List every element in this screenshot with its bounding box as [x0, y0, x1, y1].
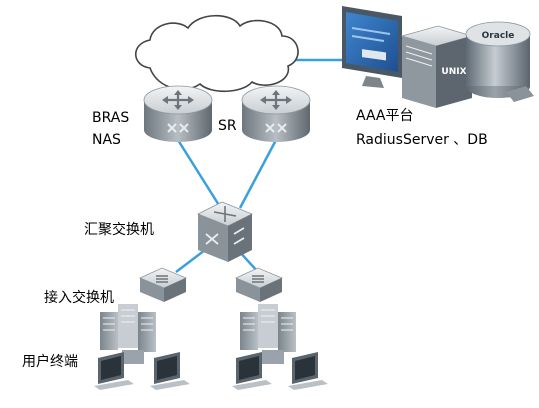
monitor-icon: [342, 6, 402, 88]
link-aggregation-access-left: [175, 249, 206, 273]
aggregation-switch-label: 汇聚交换机: [84, 222, 154, 238]
access-switch-icon: [138, 267, 188, 302]
desktop-pc-icon: [232, 352, 272, 390]
link-bras-aggregation: [176, 139, 224, 211]
sr-label: SR: [218, 118, 237, 134]
core-switch-icon: [197, 201, 253, 262]
desktop-pc-icon: [288, 352, 328, 390]
nas-label: NAS: [92, 132, 121, 148]
user-terminal-label: 用户终端: [22, 354, 78, 370]
desktop-pc-icon: [150, 352, 190, 390]
access-switch-label: 接入交换机: [44, 290, 114, 306]
desktop-pc-icon: [94, 352, 134, 390]
oracle-label: Oracle: [482, 31, 515, 41]
aaa-platform-label: AAA平台: [356, 108, 414, 124]
cloud-icon: [134, 15, 299, 93]
bras-label: BRAS: [92, 110, 130, 126]
router-icon: [143, 85, 213, 142]
unix-server-icon: UNIX: [400, 25, 474, 108]
server-rack-icon: [100, 304, 156, 364]
access-switch-icon: [234, 267, 284, 302]
unix-label: UNIX: [441, 67, 466, 77]
database-icon: Oracle: [465, 21, 534, 102]
router-icon: [241, 85, 311, 142]
server-rack-icon: [240, 304, 296, 364]
link-sr-aggregation: [238, 139, 278, 209]
radius-server-label: RadiusServer 、DB: [356, 132, 488, 148]
